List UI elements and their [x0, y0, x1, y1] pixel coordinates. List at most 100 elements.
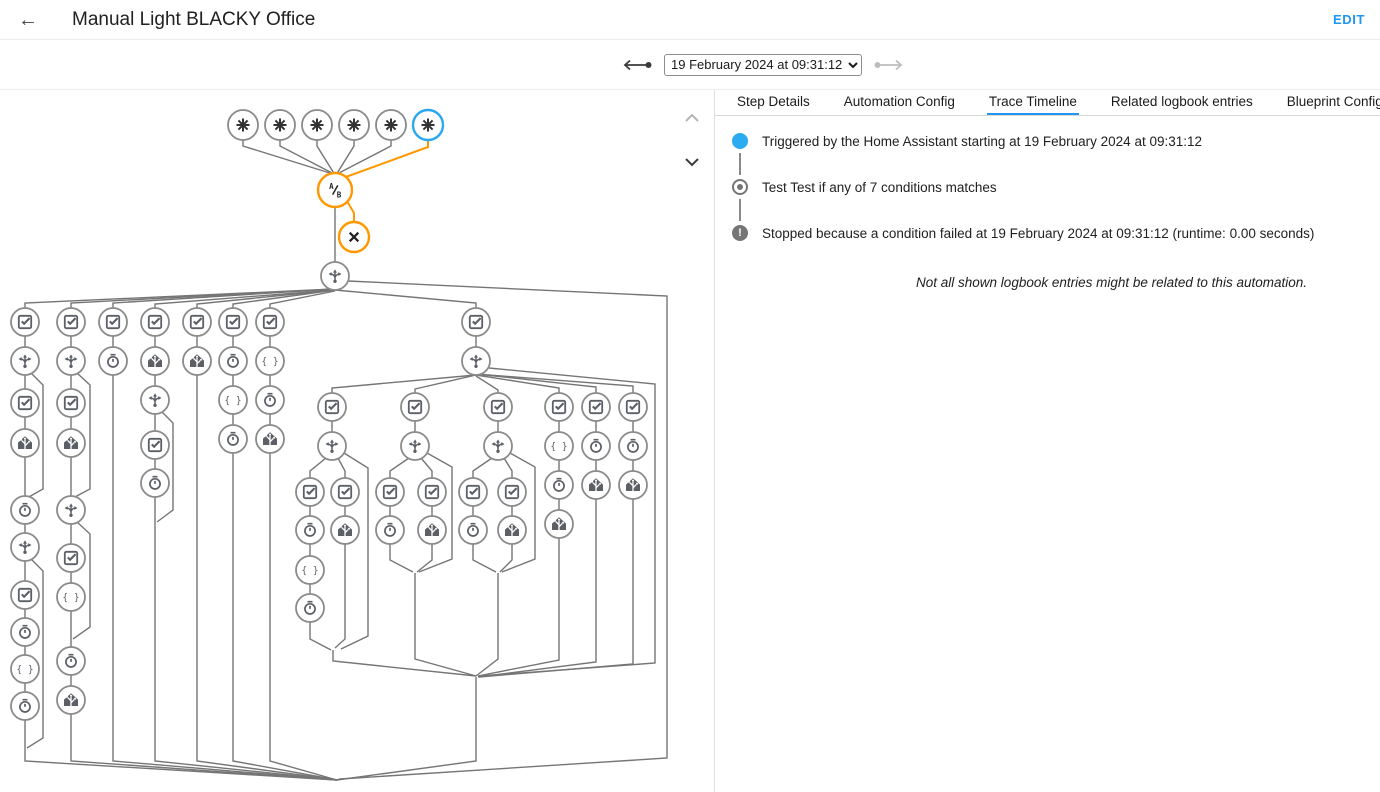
timeline-icon-column	[732, 133, 748, 179]
graph-node-ha[interactable]	[618, 470, 648, 500]
graph-node-ha[interactable]	[56, 685, 86, 715]
graph-node-choose[interactable]	[140, 385, 170, 415]
graph-node-timer[interactable]	[375, 515, 405, 545]
graph-node-timer[interactable]	[10, 691, 40, 721]
tab-automation-config[interactable]: Automation Config	[843, 94, 955, 109]
graph-node-cb[interactable]	[417, 477, 447, 507]
graph-node-timer[interactable]	[218, 346, 248, 376]
graph-node-ha[interactable]	[417, 515, 447, 545]
graph-node-timer[interactable]	[218, 424, 248, 454]
graph-node-ha[interactable]	[581, 470, 611, 500]
graph-node-braces[interactable]	[218, 385, 248, 415]
graph-node-braces[interactable]	[544, 431, 574, 461]
graph-node-timer[interactable]	[98, 346, 128, 376]
graph-node-cb[interactable]	[483, 392, 513, 422]
graph-node-braces[interactable]	[56, 582, 86, 612]
graph-node-trigger[interactable]	[227, 109, 259, 141]
graph-edge	[414, 374, 477, 393]
graph-node-choose[interactable]	[56, 346, 86, 376]
graph-node-cb[interactable]	[375, 477, 405, 507]
graph-node-cb[interactable]	[10, 307, 40, 337]
graph-node-timer[interactable]	[56, 646, 86, 676]
graph-node-ab[interactable]	[316, 171, 354, 209]
graph-node-cb[interactable]	[56, 543, 86, 573]
graph-node-ha[interactable]	[255, 424, 285, 454]
graph-edge	[501, 452, 536, 573]
graph-node-timer[interactable]	[10, 617, 40, 647]
graph-edge	[477, 499, 597, 678]
graph-node-timer[interactable]	[544, 470, 574, 500]
trace-picker-group: 19 February 2024 at 09:31:12	[622, 53, 904, 76]
graph-node-ha[interactable]	[497, 515, 527, 545]
graph-node-braces[interactable]	[295, 555, 325, 585]
back-arrow-icon[interactable]: ←	[18, 8, 38, 31]
graph-move-down-button[interactable]	[684, 154, 702, 167]
graph-move-up-button[interactable]	[684, 110, 702, 122]
automation-graph[interactable]: { } A B	[0, 90, 714, 792]
graph-node-cb[interactable]	[140, 307, 170, 337]
graph-node-trigger[interactable]	[264, 109, 296, 141]
graph-node-choose[interactable]	[320, 261, 350, 291]
graph-edge	[196, 289, 336, 308]
graph-node-choose[interactable]	[461, 346, 491, 376]
graph-node-timer[interactable]	[618, 431, 648, 461]
graph-node-trigger[interactable]	[301, 109, 333, 141]
graph-node-choose[interactable]	[483, 431, 513, 461]
graph-edge	[26, 558, 44, 749]
graph-node-braces[interactable]	[10, 654, 40, 684]
graph-node-cb[interactable]	[182, 307, 212, 337]
tab-step-details[interactable]: Step Details	[737, 94, 810, 109]
graph-node-cb[interactable]	[618, 392, 648, 422]
graph-node-timer[interactable]	[255, 385, 285, 415]
graph-node-timer[interactable]	[458, 515, 488, 545]
graph-node-trigger[interactable]	[338, 109, 370, 141]
graph-node-cb[interactable]	[10, 580, 40, 610]
graph-node-cb[interactable]	[218, 307, 248, 337]
graph-node-x[interactable]	[337, 220, 371, 254]
graph-node-cb[interactable]	[458, 477, 488, 507]
previous-trace-button[interactable]	[622, 59, 652, 71]
graph-node-cb[interactable]	[544, 392, 574, 422]
graph-node-trigger[interactable]	[375, 109, 407, 141]
tab-blueprint-config[interactable]: Blueprint Config	[1286, 94, 1380, 109]
graph-node-cb[interactable]	[461, 307, 491, 337]
graph-node-choose[interactable]	[400, 431, 430, 461]
graph-node-timer[interactable]	[581, 431, 611, 461]
graph-node-ha[interactable]	[140, 346, 170, 376]
graph-node-ha[interactable]	[10, 428, 40, 458]
graph-node-cb[interactable]	[400, 392, 430, 422]
graph-node-ha[interactable]	[182, 346, 212, 376]
tab-related-logbook-entries[interactable]: Related logbook entries	[1110, 94, 1253, 109]
graph-node-cb[interactable]	[317, 392, 347, 422]
graph-node-timer[interactable]	[295, 515, 325, 545]
next-trace-button[interactable]	[874, 59, 904, 71]
graph-node-braces[interactable]	[255, 346, 285, 376]
edit-button[interactable]: EDIT	[1332, 12, 1365, 27]
graph-node-cb[interactable]	[497, 477, 527, 507]
graph-node-cb[interactable]	[295, 477, 325, 507]
graph-node-cb[interactable]	[581, 392, 611, 422]
graph-node-choose[interactable]	[10, 532, 40, 562]
graph-node-cb[interactable]	[56, 307, 86, 337]
graph-node-ha[interactable]	[56, 428, 86, 458]
graph-node-timer[interactable]	[140, 468, 170, 498]
tab-trace-timeline[interactable]: Trace Timeline	[986, 90, 1079, 115]
graph-node-cb[interactable]	[330, 477, 360, 507]
timeline-entry-text: Test Test if any of 7 conditions matches	[762, 180, 997, 195]
graph-node-timer[interactable]	[295, 593, 325, 623]
graph-node-cb[interactable]	[140, 430, 170, 460]
graph-edge	[340, 452, 369, 650]
graph-node-choose[interactable]	[317, 431, 347, 461]
graph-node-cb[interactable]	[56, 388, 86, 418]
graph-node-choose[interactable]	[56, 495, 86, 525]
graph-node-ha[interactable]	[544, 509, 574, 539]
graph-node-timer[interactable]	[10, 495, 40, 525]
graph-node-trigger[interactable]	[411, 108, 445, 142]
graph-node-ha[interactable]	[330, 515, 360, 545]
graph-node-cb[interactable]	[98, 307, 128, 337]
graph-node-cb[interactable]	[10, 388, 40, 418]
graph-edge	[154, 289, 336, 308]
graph-node-cb[interactable]	[255, 307, 285, 337]
trace-run-select[interactable]: 19 February 2024 at 09:31:12	[664, 53, 862, 76]
graph-node-choose[interactable]	[10, 346, 40, 376]
